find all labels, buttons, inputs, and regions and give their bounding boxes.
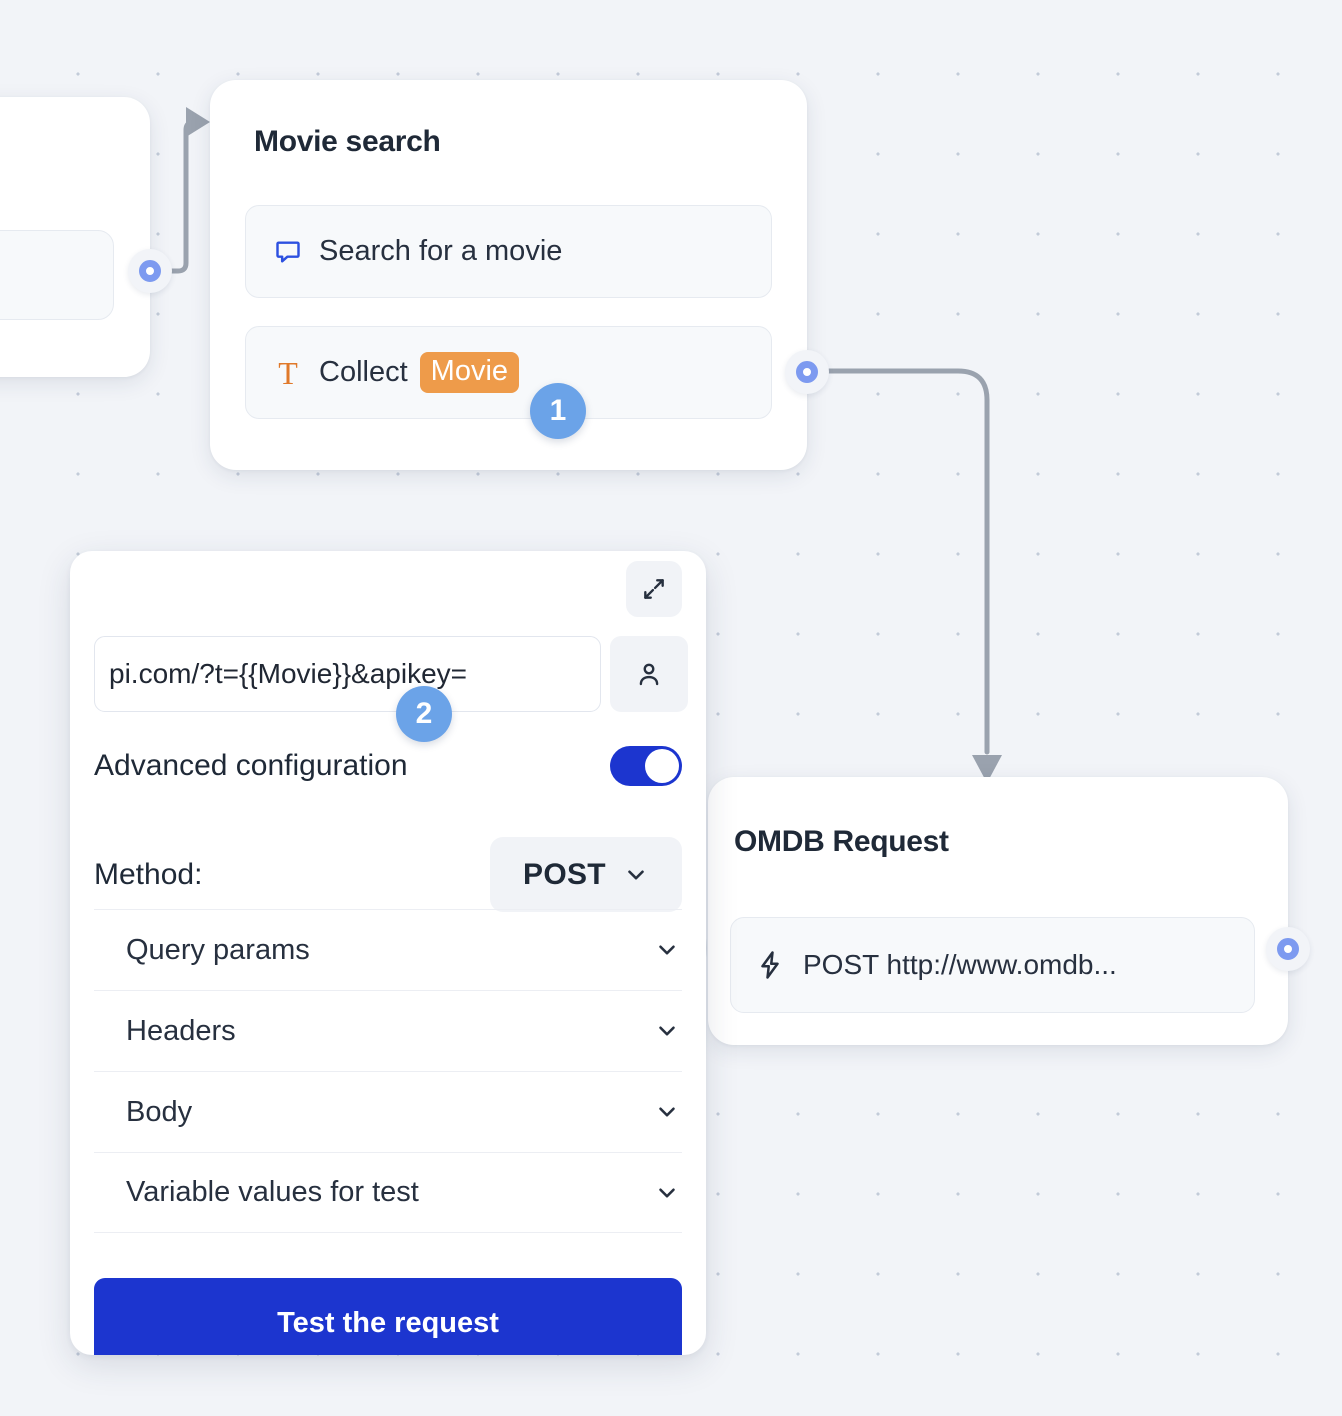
section-headers[interactable]: Headers <box>94 990 682 1071</box>
method-label: Method: <box>94 857 203 891</box>
config-sections: Query params Headers Body Variable value… <box>94 909 682 1233</box>
section-variable-values-for-test[interactable]: Variable values for test <box>94 1152 682 1233</box>
socket-movie-search-output[interactable] <box>785 350 829 394</box>
chevron-down-icon[interactable] <box>654 1180 680 1206</box>
text-t-icon: T <box>278 354 298 391</box>
chevron-down-icon[interactable] <box>654 937 680 963</box>
method-select[interactable]: POST <box>490 837 682 912</box>
step-row-collect-movie[interactable]: T Collect Movie <box>245 326 772 419</box>
advanced-configuration-row[interactable]: Advanced configuration <box>94 746 682 786</box>
section-body[interactable]: Body <box>94 1071 682 1152</box>
socket-omdb-request-output[interactable] <box>1266 927 1310 971</box>
method-row: Method: POST <box>94 837 682 912</box>
request-config-panel[interactable]: pi.com/?t={{Movie}}&apikey= Advanced con… <box>70 551 706 1355</box>
advanced-configuration-label: Advanced configuration <box>94 749 408 782</box>
method-selected-value: POST <box>523 857 606 891</box>
page-title: Movie search <box>254 125 441 158</box>
node-card-movie-search[interactable]: Movie search Search for a movie T Collec… <box>210 80 807 470</box>
variable-tag-movie[interactable]: Movie <box>419 352 520 393</box>
speech-bubble-icon <box>273 237 303 267</box>
step-label: POST http://www.omdb... <box>803 949 1117 980</box>
expand-diagonal-icon[interactable] <box>626 561 682 617</box>
step-label: Search for a movie <box>319 235 563 267</box>
chevron-down-icon <box>628 869 644 880</box>
partial-node-card[interactable] <box>0 97 150 377</box>
lightning-bolt-icon <box>755 950 785 980</box>
url-field-group[interactable]: pi.com/?t={{Movie}}&apikey= <box>94 636 688 712</box>
step-badge-2: 2 <box>396 686 452 742</box>
section-label: Query params <box>126 933 310 966</box>
step-badge-1: 1 <box>530 383 586 439</box>
section-query-params[interactable]: Query params <box>94 909 682 990</box>
page-title: OMDB Request <box>734 825 949 858</box>
person-icon[interactable] <box>610 636 688 712</box>
test-the-request-button[interactable]: Test the request <box>94 1278 682 1355</box>
step-row-post-request[interactable]: POST http://www.omdb... <box>730 917 1255 1013</box>
socket-left-card-output[interactable] <box>128 249 172 293</box>
step-row-search-for-a-movie[interactable]: Search for a movie <box>245 205 772 298</box>
chevron-down-icon[interactable] <box>654 1099 680 1125</box>
node-card-omdb-request[interactable]: OMDB Request POST http://www.omdb... <box>708 777 1288 1045</box>
section-label: Headers <box>126 1014 236 1047</box>
advanced-configuration-toggle[interactable] <box>610 746 682 786</box>
section-label: Variable values for test <box>126 1176 419 1208</box>
request-url-input[interactable]: pi.com/?t={{Movie}}&apikey= <box>94 636 601 712</box>
partial-node-row[interactable] <box>0 230 114 320</box>
step-label: Collect <box>319 356 408 388</box>
section-label: Body <box>126 1095 193 1128</box>
chevron-down-icon[interactable] <box>654 1018 680 1044</box>
